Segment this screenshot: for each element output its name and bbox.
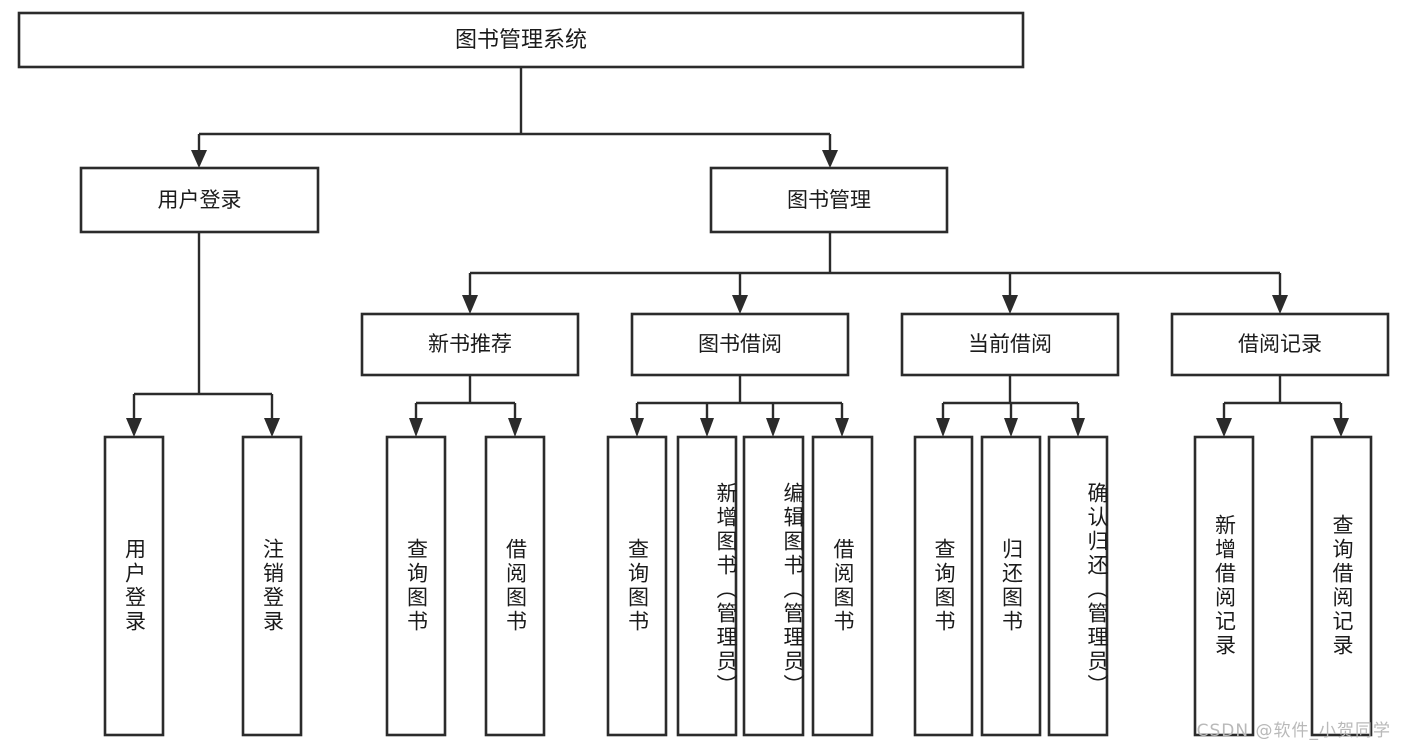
leaf-box-cb-return-book[interactable] bbox=[980, 435, 1042, 737]
node-book-manage-label: 图书管理 bbox=[787, 188, 871, 212]
node-borrow-record-box[interactable] bbox=[1170, 312, 1390, 377]
node-current-borrow-box[interactable] bbox=[900, 312, 1120, 377]
node-borrow-record[interactable]: 借阅记录 bbox=[1170, 312, 1390, 377]
leaf-box-nbr-query-book[interactable] bbox=[385, 435, 447, 737]
node-book-borrow-box[interactable] bbox=[630, 312, 850, 377]
node-book-borrow[interactable]: 图书借阅 bbox=[630, 312, 850, 377]
node-new-book-recommend[interactable]: 新书推荐 bbox=[360, 312, 580, 377]
node-user-login[interactable]: 用户登录 bbox=[79, 166, 320, 234]
arrow-head-icon bbox=[1004, 418, 1018, 437]
node-root-label: 图书管理系统 bbox=[455, 28, 587, 53]
arrow-head-icon bbox=[936, 418, 950, 437]
node-new-book-recommend-box[interactable] bbox=[360, 312, 580, 377]
leaf-box-user-logout[interactable] bbox=[241, 435, 303, 737]
arrow-head-icon bbox=[462, 295, 478, 314]
leaf-box-bb-borrow-book[interactable] bbox=[811, 435, 874, 737]
leaf-box-layer bbox=[103, 435, 1373, 737]
node-book-manage-box[interactable] bbox=[709, 166, 949, 234]
node-user-login-box[interactable] bbox=[79, 166, 320, 234]
arrow-head-icon bbox=[191, 150, 207, 168]
leaf-box-cb-confirm-return[interactable] bbox=[1047, 435, 1109, 737]
node-current-borrow-label: 当前借阅 bbox=[968, 332, 1052, 356]
leaf-box-bb-query-book[interactable] bbox=[606, 435, 668, 737]
arrow-head-icon bbox=[1071, 418, 1085, 437]
arrow-head-icon bbox=[409, 418, 423, 437]
arrow-head-icon bbox=[822, 150, 838, 168]
node-current-borrow[interactable]: 当前借阅 bbox=[900, 312, 1120, 377]
arrow-head-icon bbox=[732, 295, 748, 314]
leaf-box-nbr-borrow-book[interactable] bbox=[484, 435, 546, 737]
arrow-head-icon bbox=[264, 418, 280, 437]
leaf-box-bb-add-book[interactable] bbox=[676, 435, 738, 737]
arrow-head-icon bbox=[1216, 418, 1232, 437]
arrow-head-icon bbox=[700, 418, 714, 437]
leaf-box-cb-query-book[interactable] bbox=[913, 435, 974, 737]
node-user-login-label: 用户登录 bbox=[158, 188, 242, 212]
leaf-box-user-login[interactable] bbox=[103, 435, 165, 737]
connector-layer bbox=[126, 67, 1349, 437]
node-book-borrow-label: 图书借阅 bbox=[698, 332, 782, 356]
arrow-head-icon bbox=[508, 418, 522, 437]
arrow-head-icon bbox=[766, 418, 780, 437]
arrow-head-icon bbox=[1272, 295, 1288, 314]
arrow-head-icon bbox=[126, 418, 142, 437]
arrow-head-icon bbox=[1002, 295, 1018, 314]
arrow-head-icon bbox=[1333, 418, 1349, 437]
node-borrow-record-label: 借阅记录 bbox=[1238, 332, 1322, 356]
csdn-watermark: CSDN @软件_小贺同学 bbox=[1196, 721, 1391, 741]
node-book-manage[interactable]: 图书管理 bbox=[709, 166, 949, 234]
leaf-box-bb-edit-book[interactable] bbox=[742, 435, 805, 737]
arrow-head-icon bbox=[630, 418, 644, 437]
node-root-box[interactable] bbox=[17, 11, 1025, 69]
node-root[interactable]: 图书管理系统 bbox=[17, 11, 1025, 69]
node-new-book-recommend-label: 新书推荐 bbox=[428, 332, 512, 356]
arrow-head-icon bbox=[835, 418, 849, 437]
leaf-box-br-add-record[interactable] bbox=[1193, 435, 1255, 737]
leaf-box-br-query-record[interactable] bbox=[1310, 435, 1373, 737]
